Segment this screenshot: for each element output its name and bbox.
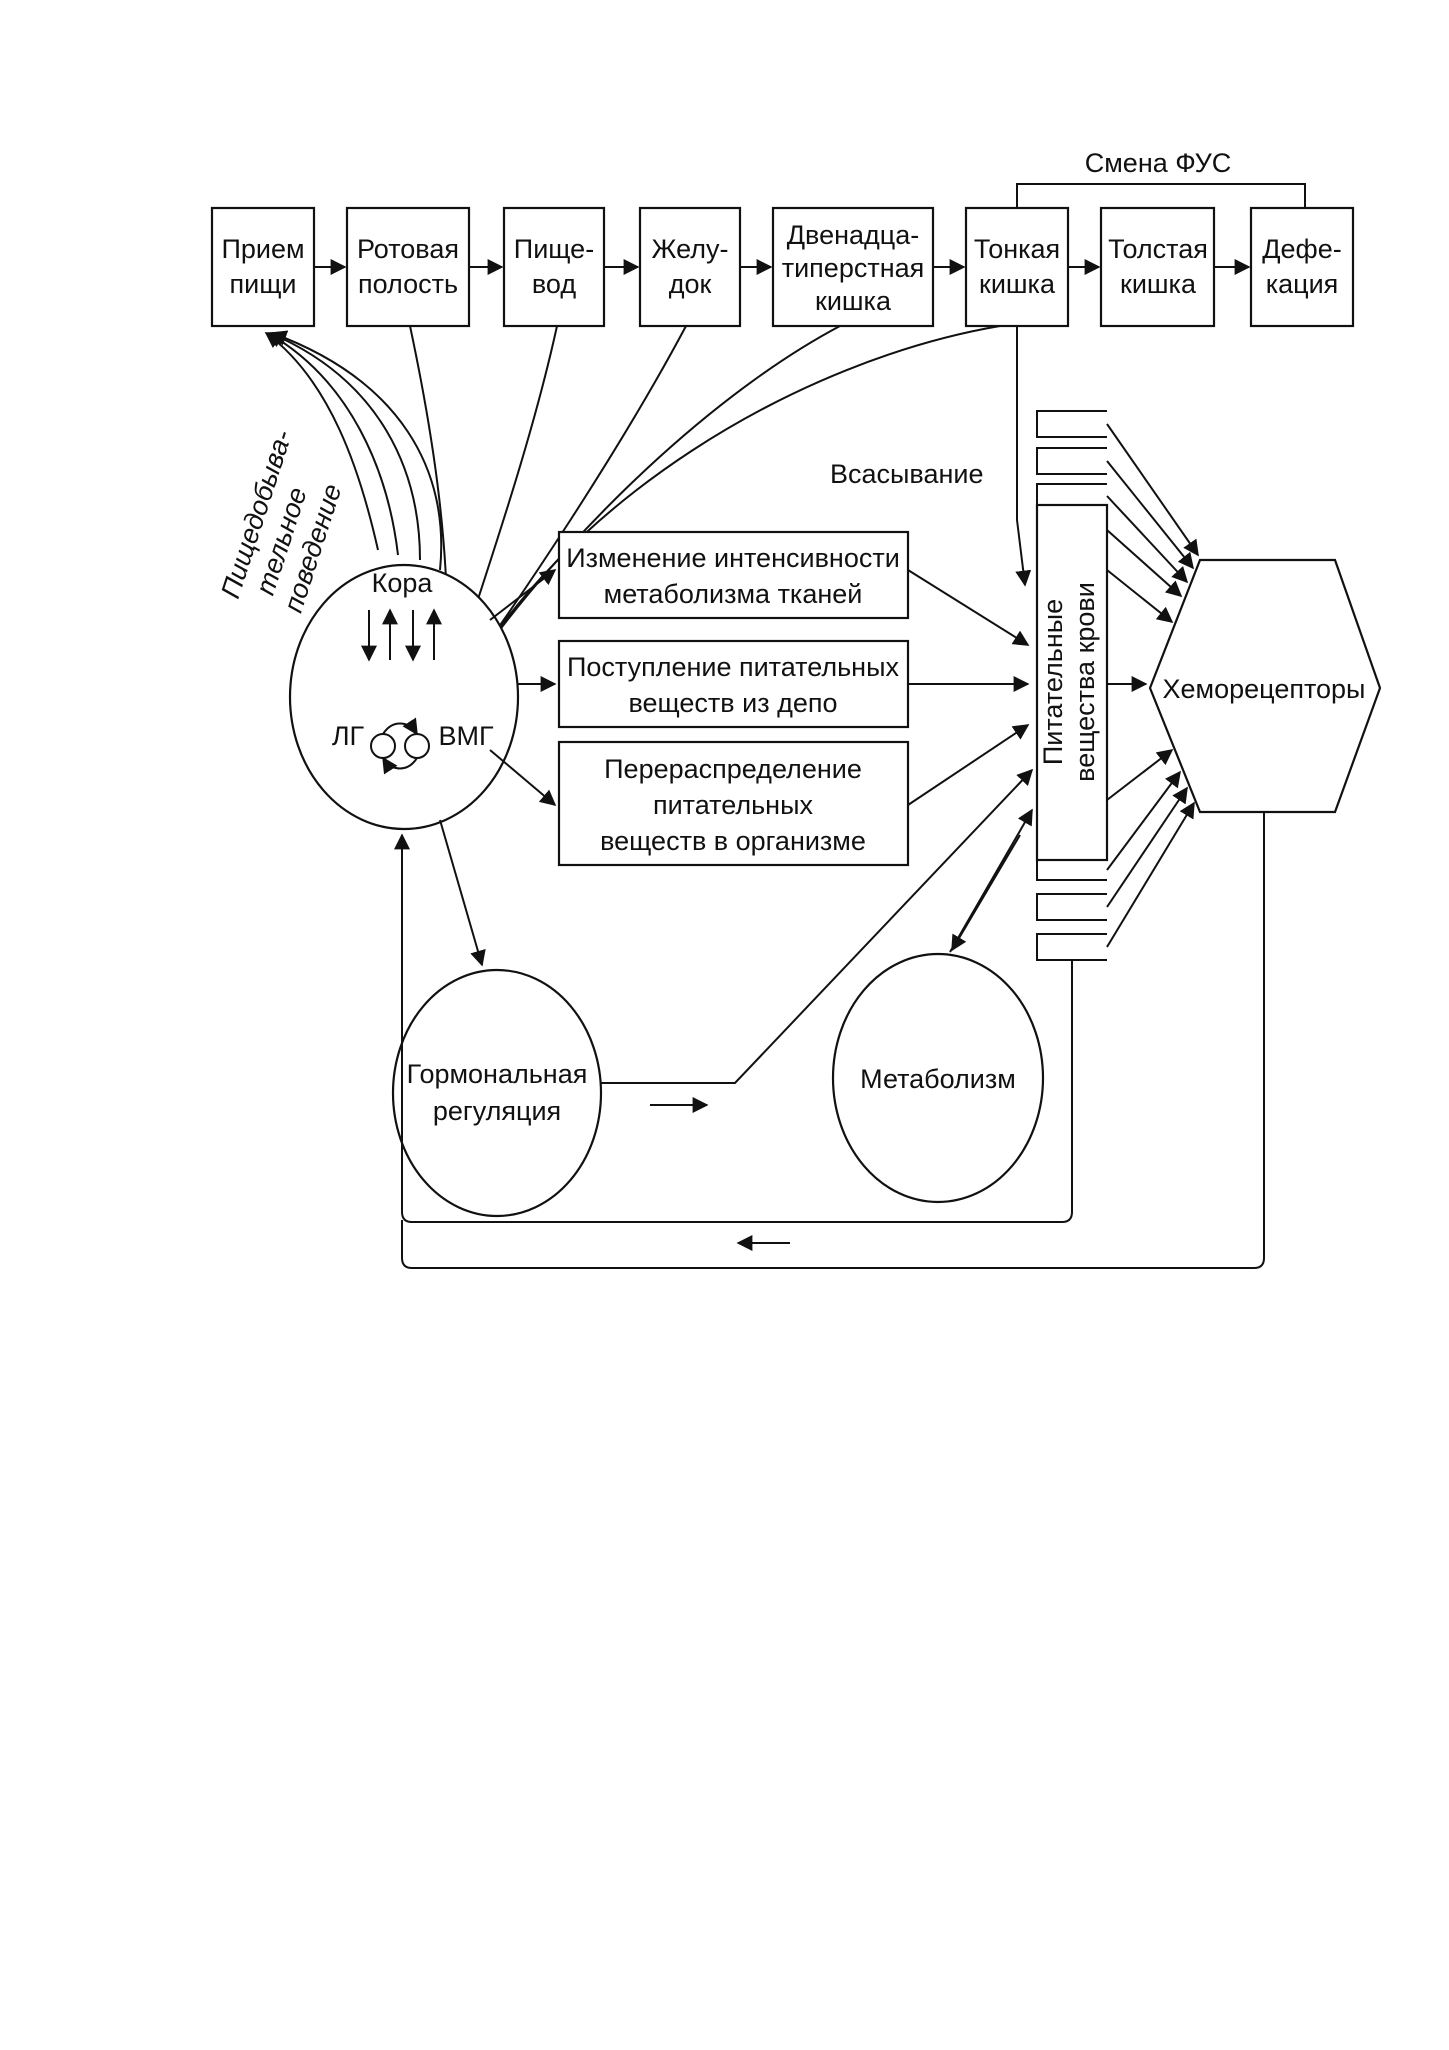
svg-text:Пище-вод: Пище-вод [514, 234, 594, 299]
arrow-brain-to-hormonal [439, 819, 486, 967]
defecation-label-2: кация [1266, 269, 1339, 299]
duodenum-label-2: типерстная [782, 253, 925, 283]
small-intestine-label-2: кишка [979, 269, 1056, 299]
metabolism-label: Метаболизм [860, 1064, 1016, 1094]
chemoreceptors-label: Хеморецепторы [1163, 674, 1366, 704]
stomach-label-2: док [669, 269, 712, 299]
feedback-loops [394, 812, 1265, 1269]
hormonal-line-2: регуляция [433, 1096, 561, 1126]
blood-nutrients-line-1: Питательные [1038, 599, 1068, 765]
lh-label: ЛГ [332, 721, 365, 751]
cortex-label: Кора [372, 568, 434, 598]
duodenum-label-1: Двенадца- [787, 220, 920, 250]
depot-supply-label: Поступление питательных веществ из депо [567, 652, 900, 718]
arrow-redistribution-to-blood [907, 724, 1030, 806]
arrow-brain-to-metabolism-change [489, 569, 557, 621]
box-large-intestine: Толстая кишка [1099, 206, 1216, 328]
redistribution-line-2: питательных [653, 790, 814, 820]
depot-supply-line-2: веществ из депо [628, 688, 837, 718]
defecation-label-1: Дефе- [1262, 234, 1342, 264]
arrow-metabolism-change-to-blood [907, 569, 1030, 646]
redistribution-line-1: Перераспределение [604, 754, 862, 784]
lh-vmh-cycle-bottom [382, 756, 418, 775]
redistribution-label: Перераспределение питательных веществ в ор… [600, 754, 866, 856]
duodenum-label-3: кишка [815, 286, 892, 316]
large-intestine-label-2: кишка [1120, 269, 1197, 299]
brain-centers: Кора ЛГ ВМГ [288, 563, 520, 831]
redistribution-line-3: веществ в организме [600, 826, 866, 856]
large-intestine-label-1: Толстая [1108, 234, 1208, 264]
food-behavior-label: Пищедобыва- тельное поведение [215, 419, 361, 621]
box-food-intake: Прием пищи [210, 206, 316, 328]
small-intestine-label-1: Тонкая [974, 234, 1060, 264]
esophagus-label-1: Пище- [514, 234, 594, 264]
behavior-arrows [264, 330, 443, 571]
food-intake-label-2: пищи [230, 269, 297, 299]
arrow-blood-to-metabolism [951, 834, 1021, 952]
box-oral-cavity: Ротовая полость [345, 206, 471, 328]
blood-nutrients-line-2: вещества крови [1070, 582, 1100, 782]
oral-cavity-label-2: полость [358, 269, 458, 299]
food-intake-label-1: Прием [221, 234, 304, 264]
absorption-label: Всасывание [830, 459, 984, 489]
hormonal-line-1: Гормональная [407, 1059, 588, 1089]
lh-vmh-cycle-top [382, 717, 418, 736]
chemoreceptors: Хеморецепторы [1148, 558, 1382, 814]
vmh-label: ВМГ [438, 721, 494, 751]
svg-text:Дефе-кация: Дефе-кация [1262, 234, 1342, 299]
hormonal-regulation: Гормональная регуляция [391, 968, 603, 1218]
esophagus-label-2: вод [532, 269, 576, 299]
metabolism-change-line-2: метаболизма тканей [604, 579, 863, 609]
box-esophagus: Пище-вод [502, 206, 606, 328]
fus-change-bracket: Смена ФУС [1016, 148, 1306, 208]
blood-nutrients: Питательные вещества крови [1035, 410, 1109, 961]
metabolism-change-line-1: Изменение интенсивности [566, 543, 900, 573]
metabolism-change-label: Изменение интенсивности метаболизма ткане… [566, 543, 900, 609]
fus-change-label: Смена ФУС [1085, 148, 1231, 178]
metabolism-node: Метаболизм [831, 952, 1045, 1204]
stomach-label-1: Желу- [652, 234, 729, 264]
oral-cavity-label-1: Ротовая [357, 234, 459, 264]
arrow-hormonal-to-blood [601, 768, 1034, 1084]
arrow-brain-to-redistribution [489, 749, 557, 807]
box-small-intestine: Тонкая кишка [964, 206, 1070, 328]
digestive-chain: Прием пищи Ротовая полость Пище-вод Желу-д… [210, 206, 1355, 328]
arrows-to-chemoreceptors [1106, 423, 1199, 948]
effect-boxes: Изменение интенсивности метаболизма ткане… [557, 530, 910, 867]
svg-text:Желу-док: Желу-док [652, 234, 729, 299]
box-defecation: Дефе-кация [1249, 206, 1355, 328]
depot-supply-line-1: Поступление питательных [567, 652, 900, 682]
box-stomach: Желу-док [638, 206, 742, 328]
hormonal-label: Гормональная регуляция [407, 1059, 588, 1126]
